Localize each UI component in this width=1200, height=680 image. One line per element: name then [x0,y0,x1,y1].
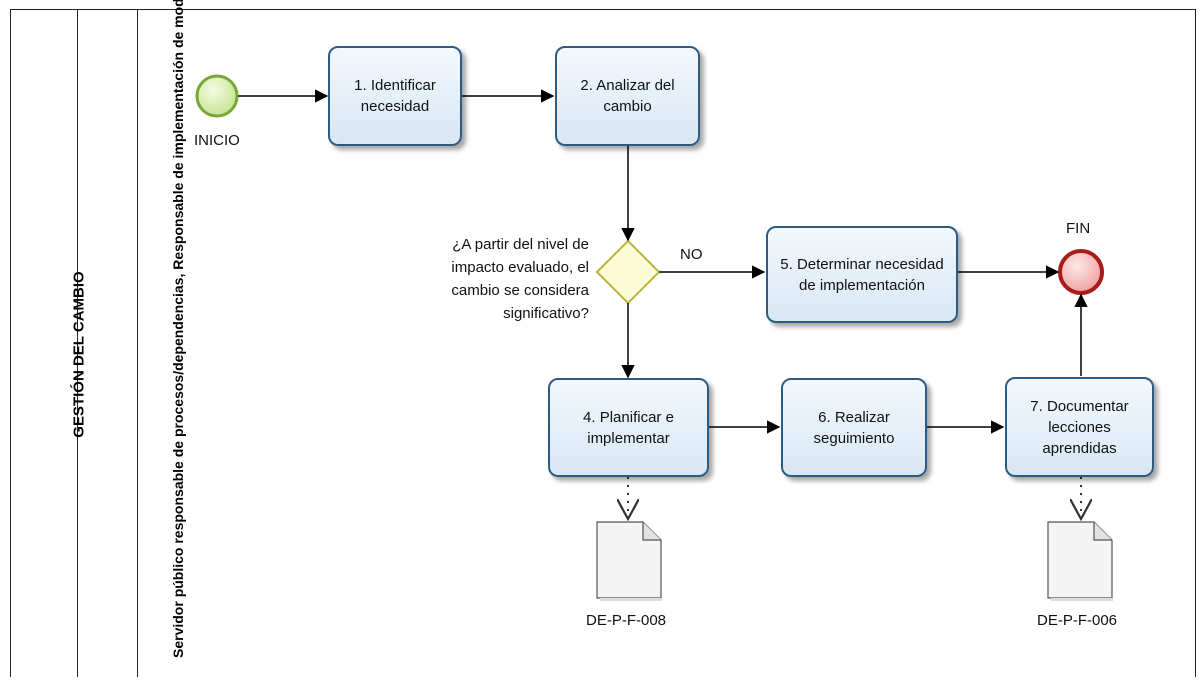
end-event[interactable] [1058,249,1104,295]
document-icon[interactable] [596,521,662,601]
task-identificar-necesidad[interactable]: 1. Identificar necesidad [328,46,462,146]
task-analizar-cambio[interactable]: 2. Analizar del cambio [555,46,700,146]
end-event-label: FIN [1066,220,1091,237]
task-determinar-necesidad[interactable]: 5. Determinar necesidad de implementació… [766,226,958,323]
document-label: DE-P-F-006 [1037,612,1118,629]
task-planificar-implementar[interactable]: 4. Planificar e implementar [548,378,709,477]
gateway-question: ¿A partir del nivel de impacto evaluado,… [451,236,589,322]
start-event-label: INICIO [194,132,240,149]
start-event[interactable] [195,74,239,118]
pool-header: GESTIÓN DEL CAMBIO [10,9,88,677]
task-realizar-seguimiento[interactable]: 6. Realizar seguimiento [781,378,927,477]
task-documentar-lecciones[interactable]: 7. Documentar lecciones aprendidas [1005,377,1154,477]
exclusive-gateway[interactable] [595,239,661,305]
gateway-no-label: NO [680,246,703,263]
lane-header: Servidor público responsable de procesos… [78,0,186,677]
document-label: DE-P-F-008 [586,612,667,629]
document-icon[interactable] [1047,521,1113,601]
pool-frame [10,9,1196,677]
